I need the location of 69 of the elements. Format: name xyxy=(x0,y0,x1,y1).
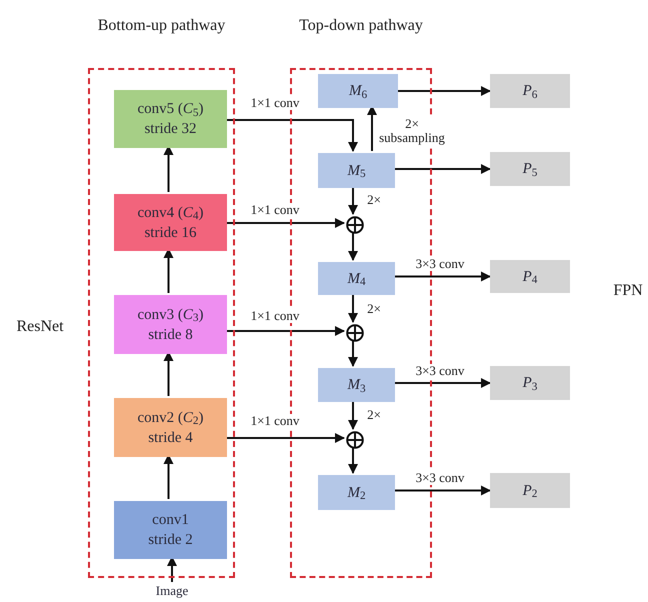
node-text: M$_{6}$ xyxy=(348,82,368,101)
group-heading: Bottom-up pathway xyxy=(96,16,226,36)
node-text: M$_{5}$ xyxy=(347,162,366,180)
edge-label: 3×3 conv xyxy=(416,364,464,378)
feature-map-box xyxy=(318,153,395,188)
conv-block xyxy=(114,398,227,457)
node-text: P$_{6}$ xyxy=(522,82,538,101)
side-label: ResNet xyxy=(16,317,64,337)
arrow xyxy=(348,447,358,474)
edge-label: 2× xyxy=(367,193,381,207)
edge-label: 3×3 conv xyxy=(416,257,464,271)
edge-label: 1×1 conv xyxy=(250,96,300,110)
arrow xyxy=(396,86,491,96)
node-text: Image xyxy=(156,582,188,600)
node-text: conv5 (C$_{5}$) xyxy=(137,100,204,119)
output-box xyxy=(490,366,570,400)
conv-block xyxy=(114,90,227,148)
edge-label: 2× xyxy=(367,302,381,316)
sum-symbol xyxy=(346,431,364,449)
edge-label: 1×1 conv xyxy=(250,309,300,323)
output-box xyxy=(490,74,570,108)
edge-label: 2× xyxy=(367,408,381,422)
node-text: stride 32 xyxy=(144,120,197,139)
node-text: M$_{4}$ xyxy=(347,270,366,288)
sum-symbol xyxy=(346,324,364,342)
arrow xyxy=(393,272,491,282)
feature-map-box xyxy=(318,74,398,108)
edge-label: 1×1 conv xyxy=(250,203,300,217)
conv-block xyxy=(114,194,227,251)
node-text: conv3 (C$_{3}$) xyxy=(137,306,204,324)
feature-map-box xyxy=(318,368,395,402)
sum-symbol xyxy=(346,216,364,234)
arrow xyxy=(393,378,491,388)
arrow xyxy=(225,119,358,152)
arrow xyxy=(225,218,345,228)
node-text: M$_{2}$ xyxy=(347,484,366,502)
arrow xyxy=(348,400,358,430)
edge-label: 3×3 conv xyxy=(416,471,464,485)
node-text: conv4 (C$_{4}$) xyxy=(137,204,204,222)
node-text: P$_{3}$ xyxy=(522,374,538,393)
arrow xyxy=(348,232,358,261)
node-text: stride 2 xyxy=(148,531,193,550)
node-text: conv1 xyxy=(152,511,189,530)
node-text: conv2 (C$_{2}$) xyxy=(137,408,204,428)
node-text: stride 4 xyxy=(148,428,193,448)
arrow xyxy=(225,433,345,443)
arrow xyxy=(348,186,358,215)
output-box xyxy=(490,473,570,508)
node-text: P$_{4}$ xyxy=(522,268,538,286)
node-text: M$_{3}$ xyxy=(347,376,366,395)
edge-label: 1×1 conv xyxy=(250,414,300,428)
node-text: stride 8 xyxy=(148,326,193,344)
output-box xyxy=(490,152,570,186)
node-text: P$_{2}$ xyxy=(522,482,538,500)
output-box xyxy=(490,260,570,293)
arrow xyxy=(393,486,491,496)
node-text: stride 16 xyxy=(144,224,197,242)
feature-map-box xyxy=(318,475,395,510)
conv-block xyxy=(114,295,227,354)
edge-label: 2× subsampling xyxy=(377,117,447,145)
arrow xyxy=(225,326,345,336)
arrow xyxy=(348,340,358,367)
side-label: FPN xyxy=(613,281,643,301)
group-heading: Top-down pathway xyxy=(298,16,424,36)
feature-map-box xyxy=(318,262,395,295)
arrow xyxy=(348,293,358,323)
arrow xyxy=(393,164,491,174)
conv-block xyxy=(114,501,227,559)
node-text: P$_{5}$ xyxy=(522,160,538,179)
